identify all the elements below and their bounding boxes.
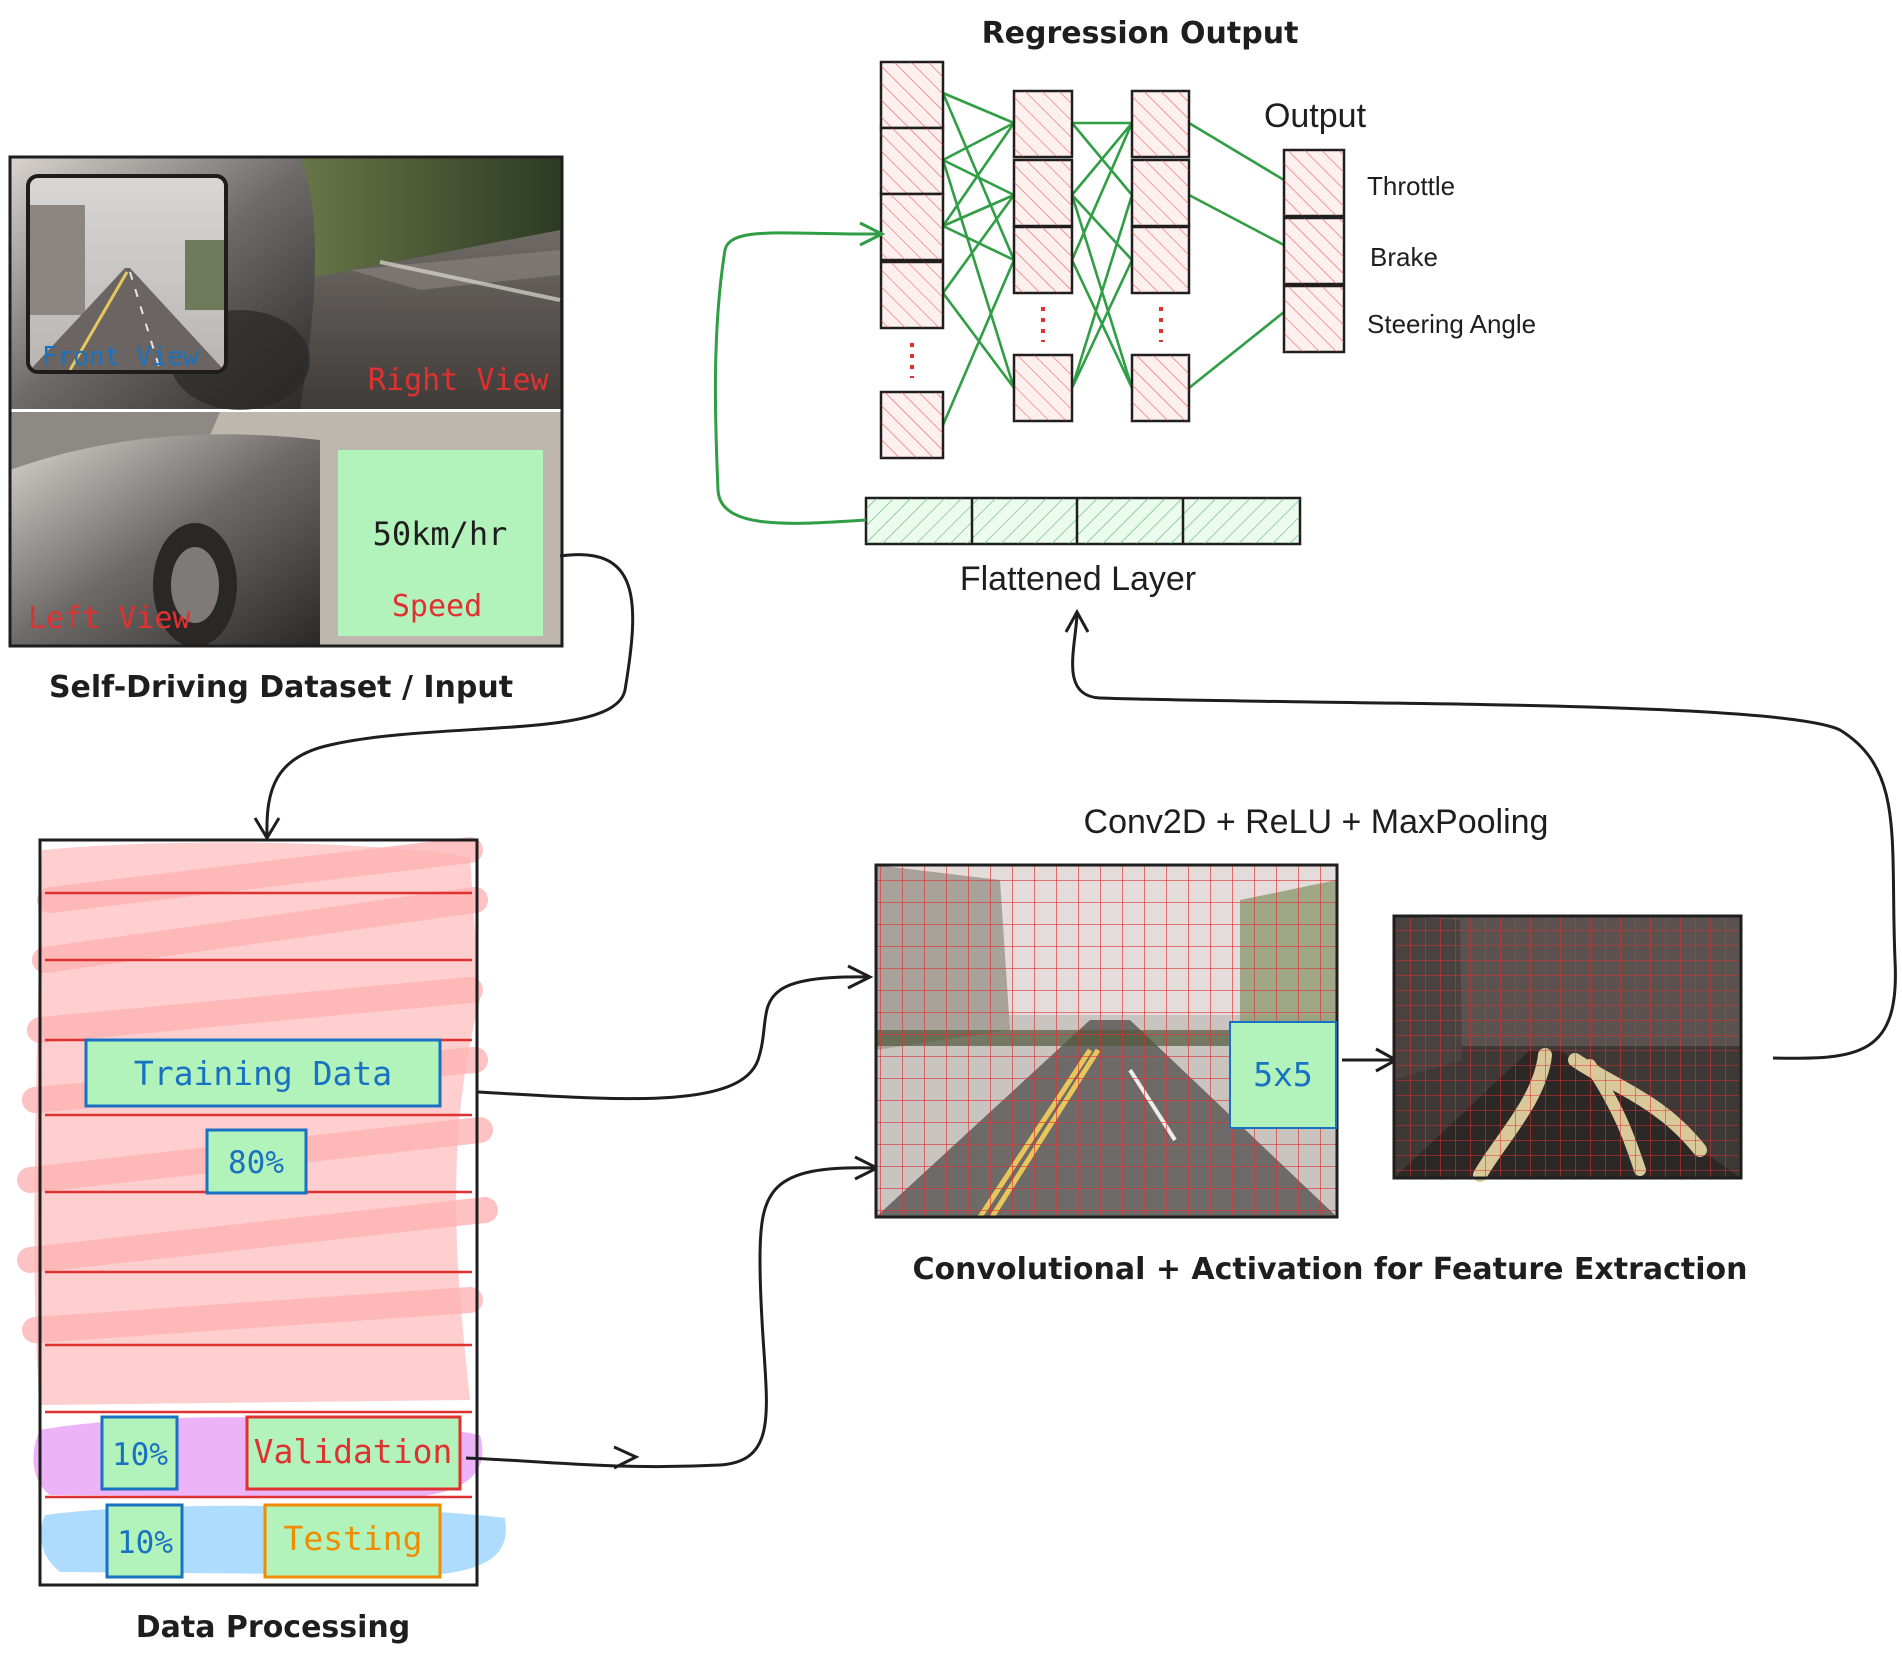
arrowhead-validation-mid: [613, 1445, 640, 1470]
validation-label: Validation: [254, 1432, 453, 1471]
training-pct: 80%: [228, 1145, 284, 1181]
speed-box: [338, 450, 543, 636]
front-view-label: Front View: [42, 342, 199, 372]
arrow-validation-to-conv: [465, 1166, 876, 1469]
flattened-layer: [864, 496, 1302, 546]
network-connections: [941, 91, 1285, 426]
input-layer-nodes: [879, 60, 945, 460]
arrowhead-input: [253, 817, 281, 841]
arrow-input-to-processing: [265, 553, 635, 836]
validation-box: [245, 1415, 462, 1491]
speed-value: 50km/hr: [373, 515, 508, 553]
input-panel: 50km/hr Speed Front View Right View Left…: [8, 155, 564, 705]
kernel-box: [1229, 1021, 1337, 1129]
testing-label: Testing: [283, 1519, 422, 1558]
output-label: Output: [1264, 97, 1367, 135]
arrowhead-flattened: [1064, 608, 1090, 633]
input-caption: Self-Driving Dataset / Input: [49, 670, 513, 705]
arrow-training-to-conv: [477, 975, 869, 1101]
arrow-flattened-to-network: [713, 231, 881, 525]
regression-title: Regression Output: [982, 16, 1299, 51]
left-view-label: Left View: [28, 601, 191, 636]
processing-caption: Data Processing: [136, 1610, 411, 1645]
testing-box: [263, 1503, 442, 1579]
validation-pct: 10%: [112, 1437, 168, 1473]
processing-container: [38, 838, 479, 1587]
front-view-photo: [26, 174, 228, 374]
arrow-pool-to-flattened: [1071, 614, 1897, 1060]
training-data-box: [84, 1038, 442, 1108]
output-steering-angle: Steering Angle: [1367, 309, 1536, 339]
arrowhead-network: [859, 221, 886, 247]
conv-title: Conv2D + ReLU + MaxPooling: [1084, 803, 1549, 841]
hidden-layer-1-nodes: [1012, 89, 1074, 423]
training-pct-box: [205, 1128, 308, 1195]
kernel-label: 5x5: [1253, 1055, 1313, 1094]
testing-pct: 10%: [117, 1525, 173, 1561]
right-view-label: Right View: [368, 363, 550, 398]
validation-pct-box: [100, 1415, 179, 1491]
feature-map-image: [1392, 914, 1743, 1182]
flattened-label: Flattened Layer: [960, 560, 1196, 598]
output-layer-nodes: [1282, 148, 1346, 354]
data-processing-panel: Training Data 80% 10% Validation 10% Tes…: [17, 837, 506, 1645]
arrowhead-training: [847, 964, 874, 990]
training-data-label: Training Data: [134, 1054, 392, 1093]
speed-label: Speed: [392, 589, 482, 624]
output-throttle: Throttle: [1367, 171, 1455, 201]
hidden-layer-2-nodes: [1130, 89, 1191, 423]
testing-pct-box: [105, 1503, 184, 1579]
output-brake: Brake: [1370, 242, 1438, 272]
conv-caption: Convolutional + Activation for Feature E…: [912, 1252, 1747, 1287]
